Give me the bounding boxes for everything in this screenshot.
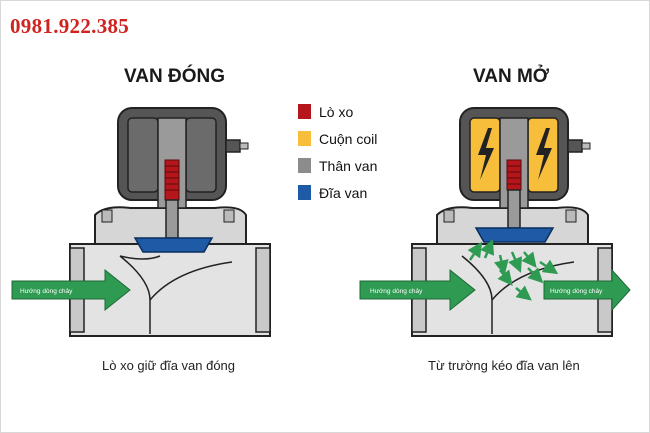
closed-coil-housing xyxy=(117,107,249,209)
closed-valve-title: VAN ĐÓNG xyxy=(124,66,225,87)
legend-swatch xyxy=(298,158,311,173)
closed-flow-label: Hướng dòng chảy xyxy=(20,288,73,295)
legend-label: Thân van xyxy=(319,157,378,174)
open-internal-flow-arrows xyxy=(467,239,559,301)
closed-disc xyxy=(133,237,214,253)
closed-stem xyxy=(165,199,179,239)
legend-label: Đĩa van xyxy=(319,184,368,201)
open-coil-housing xyxy=(459,107,591,209)
open-valve-title: VAN MỞ xyxy=(473,66,550,87)
legend-item-coil: Cuộn coil xyxy=(298,125,377,152)
lightning-icon xyxy=(536,128,552,180)
legend-label: Lò xo xyxy=(319,103,354,120)
legend: Lò xo Cuộn coil Thân van Đĩa van xyxy=(298,98,377,206)
open-valve xyxy=(359,107,631,337)
legend-item-disc: Đĩa van xyxy=(298,179,377,206)
open-flow-label-in: Hướng dòng chảy xyxy=(370,288,423,295)
closed-valve xyxy=(11,107,271,337)
open-stem xyxy=(507,189,521,229)
legend-swatch xyxy=(298,131,311,146)
open-disc xyxy=(474,227,555,243)
open-flow-arrow-out xyxy=(543,268,631,312)
open-flow-arrow-in xyxy=(359,268,476,312)
closed-valve-caption: Lò xo giữ đĩa van đóng xyxy=(102,358,236,373)
open-valve-caption: Từ trường kéo đĩa van lên xyxy=(428,358,580,373)
open-flow-label-out: Hướng dòng chảy xyxy=(550,288,603,295)
legend-swatch xyxy=(298,185,311,200)
phone-number: 0981.922.385 xyxy=(10,14,130,38)
legend-item-spring: Lò xo xyxy=(298,98,377,125)
closed-flow-arrow xyxy=(11,268,131,312)
legend-label: Cuộn coil xyxy=(319,130,378,147)
lightning-icon xyxy=(478,128,494,180)
open-spring xyxy=(506,159,522,191)
legend-item-body: Thân van xyxy=(298,152,377,179)
closed-spring xyxy=(164,159,180,201)
legend-swatch xyxy=(298,104,311,119)
